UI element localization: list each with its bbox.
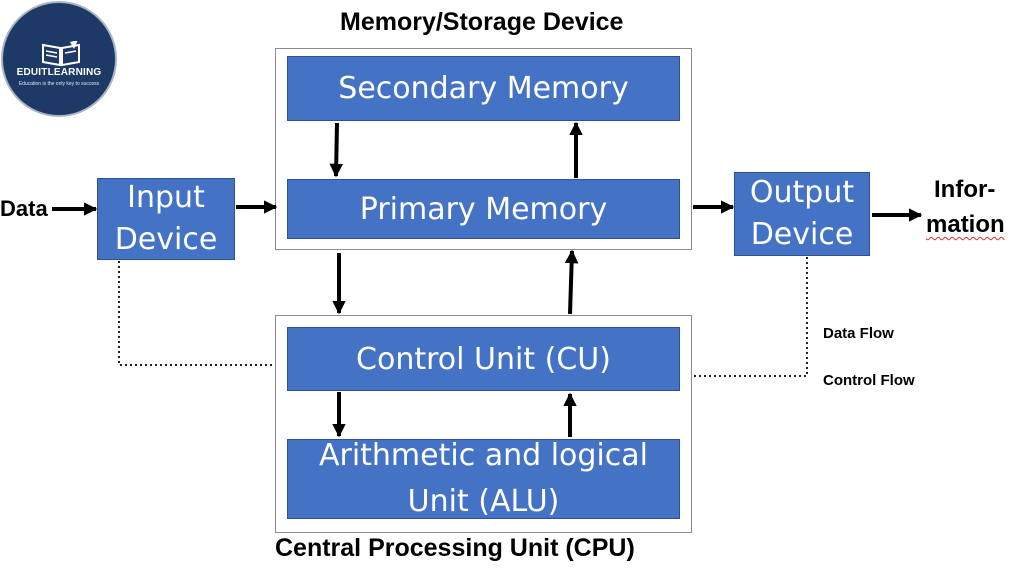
secondary-memory-label: Secondary Memory <box>338 71 629 106</box>
primary-memory-label: Primary Memory <box>359 191 608 227</box>
arrow-secondary-to-primary <box>329 122 344 178</box>
output-device-line2: Device <box>750 217 854 252</box>
book-icon <box>42 41 80 67</box>
logo: EDUITLEARNING Education is the only key … <box>1 1 117 117</box>
legend-data-flow: Data Flow <box>823 325 894 342</box>
logo-tagline: Education is the only key to success <box>18 81 100 87</box>
input-device-box: Input Device <box>97 178 235 260</box>
cpu-heading: Central Processing Unit (CPU) <box>275 534 635 562</box>
legend-control-flow: Control Flow <box>823 372 915 389</box>
input-device-line1: Input <box>127 180 205 215</box>
secondary-memory-box: Secondary Memory <box>287 56 680 121</box>
arrow-control-to-primary <box>564 249 579 315</box>
input-device-line2: Device <box>114 222 218 257</box>
control-line-input <box>118 261 275 366</box>
output-device-box: Output Device <box>734 172 870 256</box>
alu-label-line1: Arithmetic and logical <box>318 438 649 473</box>
logo-name: EDUITLEARNING <box>16 67 102 78</box>
primary-memory-box: Primary Memory <box>287 179 680 239</box>
control-unit-box: Control Unit (CU) <box>287 327 680 391</box>
alu-box: Arithmetic and logical Unit (ALU) <box>287 438 680 519</box>
control-line-output <box>692 257 808 377</box>
control-unit-label: Control Unit (CU) <box>356 341 611 377</box>
output-device-line1: Output <box>749 175 855 210</box>
information-label-line1: Infor- <box>934 176 996 203</box>
information-label-line2: mation <box>926 211 1005 239</box>
data-label: Data <box>0 196 48 221</box>
information-label-text: mation <box>926 211 1005 238</box>
memory-heading: Memory/Storage Device <box>340 8 624 36</box>
alu-label-line2: Unit (ALU) <box>407 484 560 519</box>
